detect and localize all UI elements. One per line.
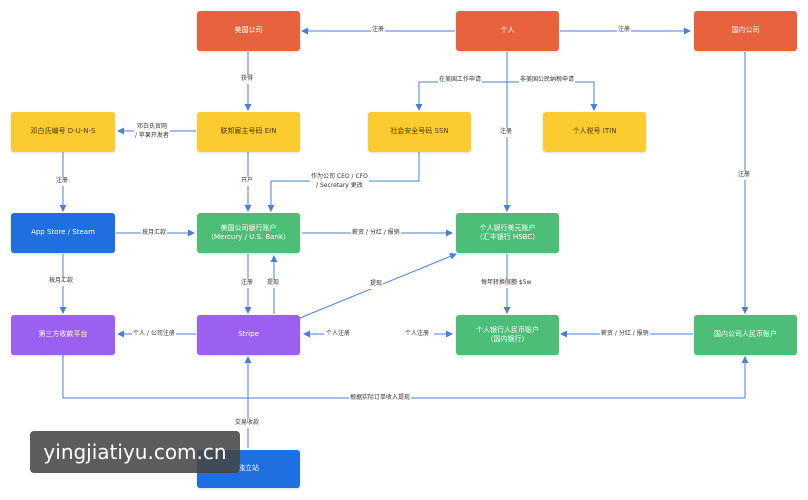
label-register-domestic: 注册 xyxy=(737,171,752,180)
label-salary-2: 薪资 / 分红 / 报销 xyxy=(600,330,650,339)
label-transaction: 交易收款 xyxy=(234,419,261,428)
edge-person-to-itin xyxy=(507,81,598,111)
label-register-3: 注册 xyxy=(55,177,70,186)
label-personal-reg-1: 个人注册 xyxy=(325,330,352,339)
watermark-overlay: yingjiatiyu.com.cn xyxy=(30,431,240,473)
label-register-2: 注册 xyxy=(617,26,632,35)
label-duns-source: 邓白氏官网 / 苹果开发者 xyxy=(134,123,170,141)
label-monthly-remit-2: 按月汇款 xyxy=(48,277,75,286)
node-domestic-rmb: 国内公司人民币账户 xyxy=(694,315,797,355)
node-stripe: Stripe xyxy=(197,315,300,355)
label-monthly-remit-1: 按月汇款 xyxy=(141,229,168,238)
label-officer: 作为公司 CEO / CFO / Secretary 更改 xyxy=(310,173,369,191)
label-withdraw-by-income: 根据实际订单收入提现 xyxy=(349,394,412,403)
node-personal-usd: 个人银行美元账户 （汇丰银行 HSBC） xyxy=(456,213,559,253)
node-us-bank: 美国公司银行账户 （Mercury / U.S. Bank） xyxy=(197,213,300,253)
label-personal-company-reg: 个人 / 公司注册 xyxy=(132,330,176,339)
node-us-company: 美国公司 xyxy=(197,11,300,51)
label-salary-1: 薪资 / 分红 / 报销 xyxy=(351,229,401,238)
label-register-1: 注册 xyxy=(371,26,386,35)
label-withdraw-2: 提现 xyxy=(369,280,384,289)
label-annual-limit: 每年转换限额 $5w xyxy=(480,279,533,288)
label-work-in-us: 在美国工作申请 xyxy=(438,76,483,85)
node-person: 个人 xyxy=(456,11,559,51)
edge-thirdparty-to-domestic-rmb xyxy=(62,355,749,399)
label-register-4: 注册 xyxy=(499,128,514,137)
node-itin: 个人税号 ITIN xyxy=(543,112,646,152)
node-app-store: App Store / Steam xyxy=(11,213,115,253)
node-domestic-company: 国内公司 xyxy=(694,11,797,51)
label-open-account: 开户 xyxy=(240,177,255,186)
node-ssn: 社会安全号码 SSN xyxy=(368,112,471,152)
node-personal-rmb: 个人银行人民币账户 （国内银行） xyxy=(456,315,559,355)
node-ein: 联邦雇主号码 EIN xyxy=(197,112,300,152)
node-third-party: 第三方收款平台 xyxy=(11,315,115,355)
label-personal-reg-2: 个人注册 xyxy=(404,330,431,339)
label-register-stripe: 注册 xyxy=(240,279,255,288)
node-duns: 邓白氏编号 D-U-N-S xyxy=(11,112,115,152)
label-non-resident: 非美国公民纳税申请 xyxy=(519,76,576,85)
label-withdraw-1: 提现 xyxy=(266,279,281,288)
label-obtain: 获得 xyxy=(240,75,255,84)
